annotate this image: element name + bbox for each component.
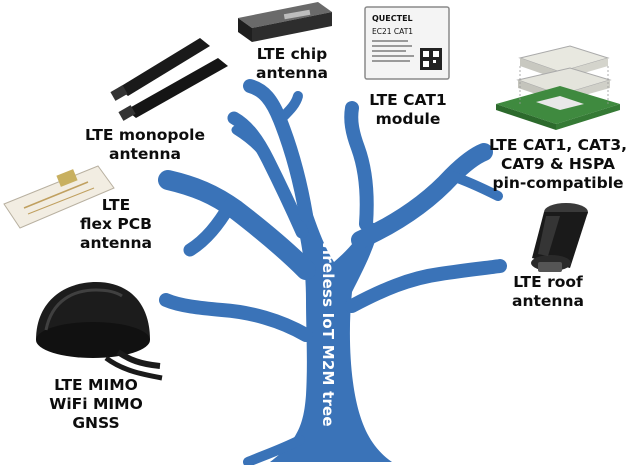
module-model-text: EC21 CAT1 [372,27,413,36]
flex-pcb-antenna-label-line3: antenna [80,234,152,252]
pin-compatible-label: LTE CAT1, CAT3, CAT9 & HSPA pin-compatib… [478,136,638,193]
branch-right-main [351,143,493,249]
mimo-gnss-antenna-icon [36,282,163,381]
mimo-gnss-label-line3: GNSS [72,414,120,432]
pin-compatible-label-line2: CAT9 & HSPA [501,155,615,173]
flex-pcb-antenna-label-line1: LTE [101,196,131,214]
chip-antenna-icon [238,2,332,42]
branch-top-tip [277,91,303,123]
chip-antenna-label-line2: antenna [256,64,328,82]
tree-trunk [270,206,392,462]
branch-lower-left [159,293,313,342]
cat1-module-label-line2: module [375,110,441,128]
monopole-antenna-label-line1: LTE monopole [85,126,205,144]
pin-compatible-modules-icon [496,45,620,130]
branch-right-lower [345,259,507,313]
mimo-gnss-label-line2: WiFi MIMO [49,395,143,413]
monopole-antenna-label: LTE monopole antenna [70,126,220,164]
mimo-gnss-label-line1: LTE MIMO [54,376,138,394]
mimo-gnss-label: LTE MIMO WiFi MIMO GNSS [36,376,156,433]
tree-root [243,435,305,465]
chip-antenna-label-line1: LTE chip [256,45,328,63]
branch-right-small [447,171,503,201]
cat1-module-label-line1: LTE CAT1 [369,91,447,109]
module-brand-text: QUECTEL [372,14,413,23]
flex-pcb-antenna-icon [3,165,115,229]
monopole-antenna-icon [110,38,228,121]
pin-compatible-label-line1: LTE CAT1, CAT3, [488,136,628,154]
branch-left-lower [183,198,237,257]
chip-antenna-label: LTE chip antenna [242,45,342,83]
cat1-module-icon: QUECTEL EC21 CAT1 [364,6,450,80]
branch-left-main [158,170,316,280]
tree-label: Wireless IoT M2M tree [319,233,337,427]
tree-shape [158,79,507,465]
branch-upper-right [344,101,374,231]
branch-upper-left-tip [231,125,273,165]
cat1-module-label: LTE CAT1 module [358,91,458,129]
pin-compatible-label-line3: pin-compatible [492,174,624,192]
roof-antenna-label: LTE roof antenna [498,273,598,311]
flex-pcb-antenna-label: LTE flex PCB antenna [66,196,166,253]
roof-antenna-icon [531,203,588,272]
monopole-antenna-label-line2: antenna [109,145,181,163]
roof-antenna-label-line1: LTE roof [513,273,583,291]
flex-pcb-antenna-label-line2: flex PCB [80,215,152,233]
roof-antenna-label-line2: antenna [512,292,584,310]
